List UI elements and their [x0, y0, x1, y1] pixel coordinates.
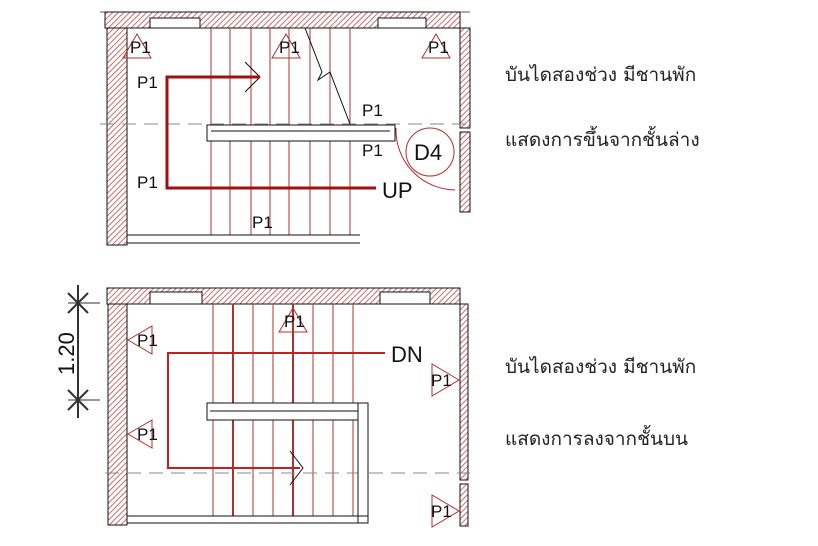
- svg-text:P1: P1: [137, 331, 158, 350]
- svg-text:P1: P1: [279, 38, 300, 57]
- p1-fixture-markers-lower: P1 P1 P1 P1 P1: [127, 307, 460, 528]
- upper-caption-title: บันไดสองช่วง มีชานพัก: [505, 64, 697, 86]
- door-tag-circle: [405, 127, 455, 177]
- dn-direction-arrow: [167, 352, 385, 469]
- svg-text:P1: P1: [431, 371, 452, 390]
- svg-text:P1: P1: [130, 38, 151, 57]
- svg-text:P1: P1: [362, 101, 383, 120]
- svg-text:P1: P1: [428, 38, 449, 57]
- lower-stair-plan: DN 1.20 P1 P1 P1 P1 P1: [54, 285, 470, 528]
- upper-caption-subtitle: แสดงการขึ้นจากชั้นล่าง: [505, 129, 700, 151]
- svg-text:P1: P1: [137, 173, 158, 192]
- lower-caption-title: บันไดสองช่วง มีชานพัก: [505, 356, 697, 378]
- svg-text:P1: P1: [431, 502, 452, 521]
- dimension-line: [67, 285, 100, 418]
- door-tag-d4: D4: [414, 140, 442, 165]
- svg-text:P1: P1: [137, 73, 158, 92]
- lower-caption-subtitle: แสดงการลงจากชั้นบน: [505, 428, 688, 450]
- p1-fixture-markers: P1 P1 P1 P1 P1 P1 P1 P1: [122, 33, 451, 232]
- svg-text:P1: P1: [284, 312, 305, 331]
- dn-label: DN: [391, 342, 423, 367]
- svg-text:P1: P1: [137, 425, 158, 444]
- up-label: UP: [382, 178, 413, 203]
- up-direction-arrow: [165, 75, 376, 190]
- upper-stair-plan: UP D4 P1 P1 P1 P1 P1 P1 P1 P1: [100, 11, 471, 246]
- svg-text:P1: P1: [362, 141, 383, 160]
- svg-text:P1: P1: [252, 213, 273, 232]
- dimension-label: 1.20: [54, 332, 79, 375]
